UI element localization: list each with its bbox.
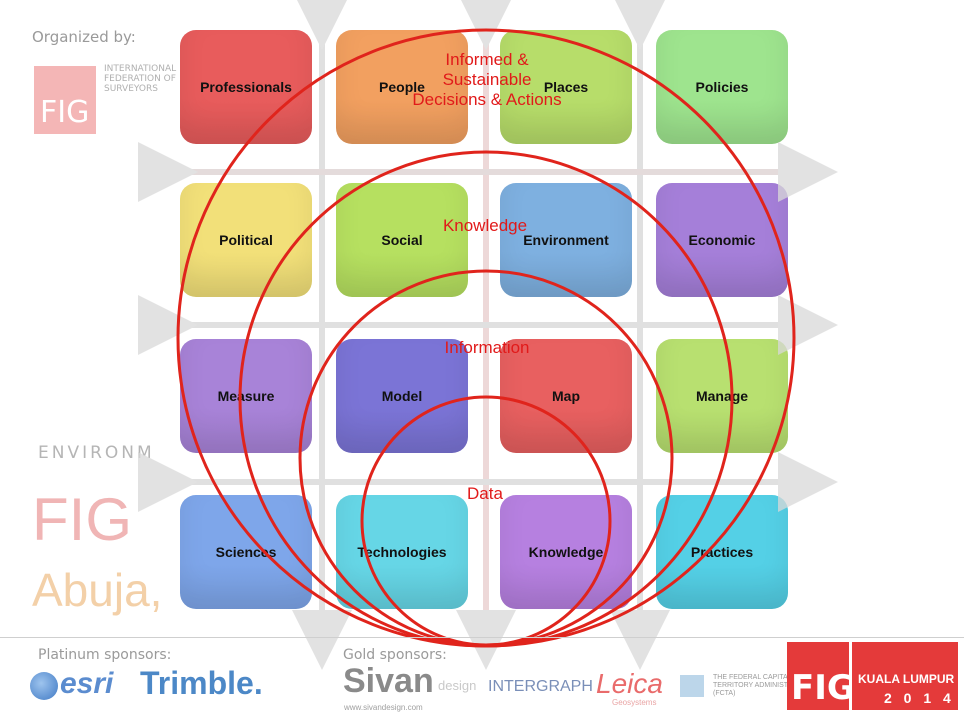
- organized-by-label: Organized by:: [32, 28, 136, 46]
- fcta-line: (FCTA): [713, 690, 736, 697]
- footer-divider: [0, 637, 964, 638]
- federation-line: FEDERATION OF: [104, 74, 176, 84]
- federation-line: SURVEYORS: [104, 84, 158, 94]
- circle-data: [360, 395, 612, 647]
- tile-model: Model: [336, 339, 468, 453]
- sivan-logo: Sivan: [343, 662, 434, 700]
- tile-professionals: Professionals: [180, 30, 312, 144]
- kuala-lumpur-2014-logo: KUALA LUMPUR 2 0 1 4: [852, 642, 958, 710]
- esri-logo: esri: [60, 667, 114, 700]
- sivan-url: www.sivandesign.com: [344, 703, 423, 712]
- federation-name: INTERNATIONAL FEDERATION OF SURVEYORS: [104, 64, 176, 94]
- trimble-logo: Trimble.: [140, 665, 263, 701]
- fcta-line: TERRITORY ADMINISTRATI: [713, 682, 804, 689]
- circle-label-information: Information: [444, 338, 530, 357]
- fig-working-week-faded: FIG: [32, 486, 132, 553]
- fig-logo-faded: FIG: [34, 66, 96, 134]
- tile-political: Political: [180, 183, 312, 297]
- year-text: 2 0 1 4: [884, 690, 955, 706]
- tile-policies: Policies: [656, 30, 788, 144]
- intergraph-logo: INTERGRAPH: [488, 678, 593, 695]
- tile-people: People: [336, 30, 468, 144]
- geosystems-text: Geosystems: [612, 698, 657, 707]
- kuala-lumpur-text: KUALA LUMPUR: [858, 672, 955, 686]
- tile-measure: Measure: [180, 339, 312, 453]
- fig-logo-text: FIG: [40, 95, 90, 130]
- tile-sciences: Sciences: [180, 495, 312, 609]
- theme-fragment: ENVIRONM: [38, 443, 155, 463]
- fcta-text: THE FEDERAL CAPITAL TERRITORY ADMINISTRA…: [713, 674, 804, 698]
- tile-manage: Manage: [656, 339, 788, 453]
- sivan-design-text: design: [438, 678, 477, 693]
- circle-label-knowledge: Knowledge: [442, 216, 528, 235]
- fcta-emblem-icon: [680, 675, 704, 697]
- leica-logo: Leica: [596, 668, 663, 699]
- esri-globe-icon: [30, 672, 58, 700]
- tile-economic: Economic: [656, 183, 788, 297]
- gold-sponsors-label: Gold sponsors:: [343, 647, 447, 663]
- tile-social: Social: [336, 183, 468, 297]
- platinum-sponsors-label: Platinum sponsors:: [38, 647, 172, 663]
- grid-arrows: [138, 0, 838, 670]
- fcta-line: THE FEDERAL CAPITAL: [713, 674, 792, 681]
- fig-logo: FIG: [787, 642, 855, 710]
- circle-label-data: Data: [467, 484, 503, 503]
- fig-logo-label: FIG: [791, 668, 855, 708]
- federation-line: INTERNATIONAL: [104, 64, 177, 74]
- tile-technologies: Technologies: [336, 495, 468, 609]
- circle-label-decisions: Informed & Sustainable Decisions & Actio…: [412, 50, 562, 109]
- abuja-faded: Abuja,: [32, 564, 163, 616]
